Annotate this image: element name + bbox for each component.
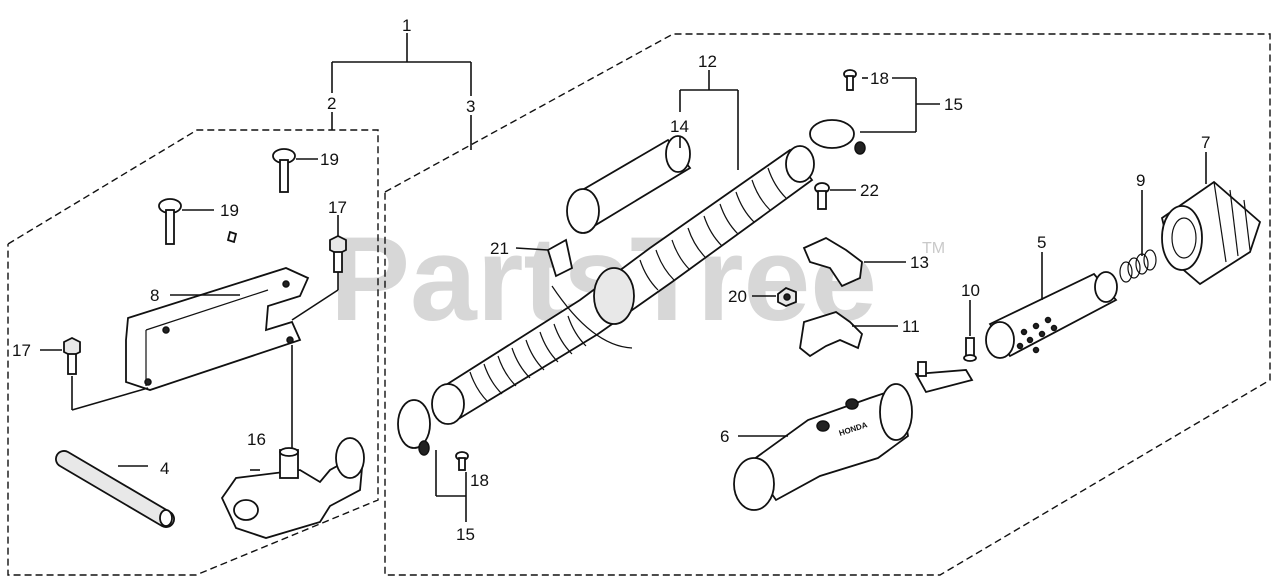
bracket-8 bbox=[125, 267, 310, 391]
callout-17-left: 17 bbox=[12, 341, 31, 360]
callout-5: 5 bbox=[1037, 233, 1046, 252]
cleaner-body-6: HONDA bbox=[733, 383, 913, 511]
callout-2: 2 bbox=[327, 94, 336, 113]
callout-8: 8 bbox=[150, 286, 159, 305]
callout-19-lower: 19 bbox=[220, 201, 239, 220]
group-2-outline bbox=[7, 129, 379, 576]
callout-11: 11 bbox=[902, 317, 920, 336]
watermark-trademark: TM bbox=[922, 240, 945, 257]
bolt-19-b bbox=[158, 198, 182, 245]
callout-19-upper: 19 bbox=[320, 150, 339, 169]
bracket-11 bbox=[799, 311, 864, 358]
small-clip bbox=[226, 230, 238, 244]
spring-9 bbox=[1119, 249, 1157, 283]
cap-7 bbox=[1160, 180, 1262, 286]
callout-22: 22 bbox=[860, 181, 879, 200]
clamp-15-lower bbox=[397, 399, 431, 456]
hose-12 bbox=[431, 145, 815, 425]
callout-6: 6 bbox=[720, 427, 729, 446]
callout-12: 12 bbox=[698, 52, 717, 71]
bolt-17-left bbox=[63, 336, 81, 375]
callout-20: 20 bbox=[728, 287, 747, 306]
screw-18-upper bbox=[843, 69, 857, 91]
callout-7: 7 bbox=[1201, 133, 1210, 152]
sleeve-14 bbox=[566, 135, 692, 234]
leader-lines-left bbox=[40, 158, 339, 471]
bracket-13 bbox=[802, 236, 863, 288]
screw-10 bbox=[914, 337, 977, 394]
bolt-19-a bbox=[272, 148, 296, 193]
group-3-outline bbox=[384, 33, 1271, 576]
callout-labels: 1 2 3 4 5 6 7 8 9 10 11 12 13 14 15 15 1… bbox=[12, 16, 1210, 544]
leader-lines-right bbox=[435, 70, 1207, 522]
hierarchy-lines bbox=[331, 33, 472, 150]
filter-5 bbox=[985, 271, 1118, 359]
callout-3: 3 bbox=[466, 97, 475, 116]
callout-9: 9 bbox=[1136, 171, 1145, 190]
callout-21: 21 bbox=[490, 239, 509, 258]
callout-4: 4 bbox=[160, 459, 169, 478]
screw-18-lower bbox=[455, 451, 469, 471]
callout-1: 1 bbox=[402, 16, 411, 35]
callout-18-lower: 18 bbox=[470, 471, 489, 490]
callout-15-upper: 15 bbox=[944, 95, 963, 114]
callout-10: 10 bbox=[961, 281, 980, 300]
nut-20 bbox=[777, 286, 797, 307]
screw-22 bbox=[814, 182, 830, 210]
clamp-15-upper bbox=[809, 119, 866, 155]
tube-4 bbox=[55, 450, 175, 528]
callout-16: 16 bbox=[247, 430, 266, 449]
callout-14: 14 bbox=[670, 117, 689, 136]
callout-13: 13 bbox=[910, 253, 929, 272]
callout-17-upper: 17 bbox=[328, 198, 347, 217]
bolt-17-upper bbox=[329, 234, 347, 273]
manifold-16 bbox=[220, 437, 365, 539]
callout-18-upper: 18 bbox=[870, 69, 889, 88]
clamp-21 bbox=[546, 238, 633, 349]
callout-15-lower: 15 bbox=[456, 525, 475, 544]
